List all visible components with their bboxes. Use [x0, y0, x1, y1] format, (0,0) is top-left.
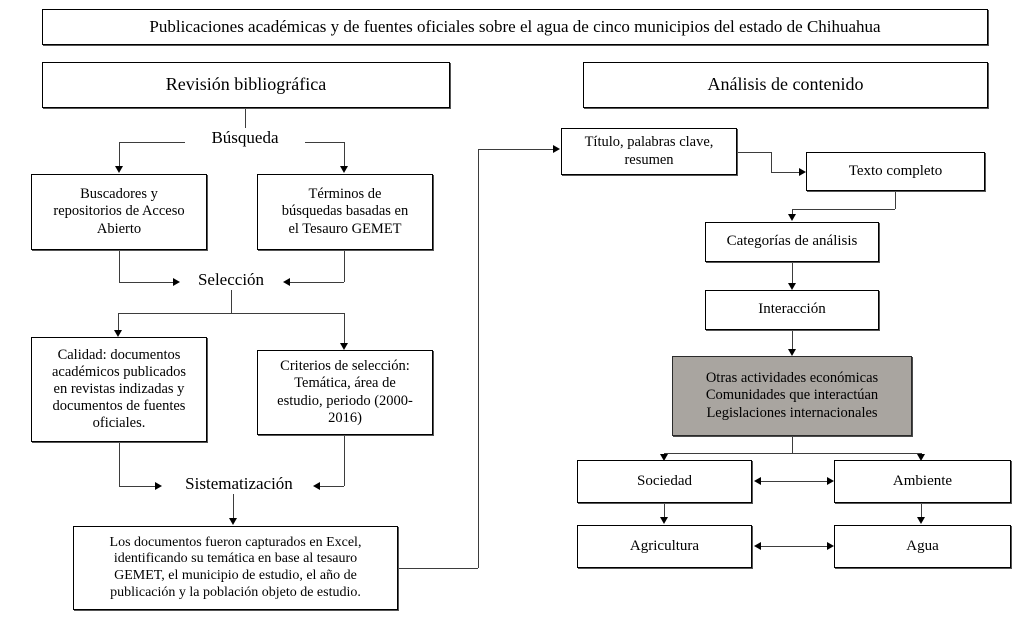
connector-seleccion-down-left — [118, 313, 119, 332]
box-buscadores-repositorios: Buscadores y repositorios de Acceso Abie… — [31, 174, 207, 250]
arrow-agricultura-to-agua — [827, 542, 834, 550]
connector-ambiente-to-agua — [921, 503, 922, 518]
box-calidad-documentos-text: Calidad: documentos académicos publicado… — [51, 346, 187, 432]
connector-seleccion-down — [231, 290, 232, 313]
arrow-search-to-buscadores — [115, 166, 123, 173]
arrow-ambiente-to-sociedad — [754, 477, 761, 485]
stage-label-seleccion-text: Selección — [197, 270, 265, 289]
box-documentos-excel-text: Los documentos fueron capturados en Exce… — [109, 534, 362, 600]
box-sociedad: Sociedad — [577, 460, 752, 503]
box-texto-completo: Texto completo — [806, 152, 985, 191]
connector-categorias-to-interaccion — [792, 262, 793, 284]
box-terminos-busquedas-text: Términos de búsquedas basadas en el Tesa… — [281, 186, 409, 237]
connector-sociedad-to-agricultura — [664, 503, 665, 518]
arrow-highlight-to-sociedad — [660, 454, 668, 461]
box-buscadores-repositorios-text: Buscadores y repositorios de Acceso Abie… — [53, 186, 185, 237]
arrow-texto-to-categorias — [788, 214, 796, 221]
box-criterios-seleccion: Criterios de selección: Temática, área d… — [257, 350, 433, 435]
connector-criterios-to-sistematizacion — [318, 486, 344, 487]
connector-seleccion-down-right — [344, 313, 345, 345]
connector-excel-to-right-column-h1 — [398, 568, 478, 569]
box-criterios-seleccion-text: Criterios de selección: Temática, área d… — [277, 358, 413, 426]
connector-search-down-right — [344, 142, 345, 168]
connector-calidad-down — [119, 442, 120, 486]
connector-agricultura-agua — [758, 546, 828, 547]
box-interaccion: Interacción — [705, 290, 879, 330]
box-agua-text: Agua — [906, 537, 939, 554]
connector-titulo-to-texto — [771, 172, 801, 173]
stage-label-seleccion: Selección — [185, 270, 277, 290]
stage-label-sistematizacion: Sistematización — [165, 474, 313, 494]
box-agricultura-text: Agricultura — [629, 537, 700, 554]
arrow-sistematizacion-to-excel — [229, 518, 237, 525]
connector-terminos-to-seleccion — [288, 282, 344, 283]
box-ambiente-text: Ambiente — [892, 472, 953, 489]
arrow-interaccion-to-highlight — [788, 349, 796, 356]
arrow-categorias-to-interaccion — [788, 283, 796, 290]
box-categorias-analisis: Categorías de análisis — [705, 222, 879, 262]
stage-label-busqueda-text: Búsqueda — [211, 128, 279, 147]
stage-label-sistematizacion-text: Sistematización — [185, 474, 293, 493]
connector-texto-down — [895, 191, 896, 209]
box-agricultura: Agricultura — [577, 525, 752, 568]
connector-sociedad-ambiente — [758, 481, 828, 482]
box-highlight-text: Otras actividades económicas Comunidades… — [705, 370, 879, 421]
box-titulo-palabras-clave: Título, palabras clave, resumen — [561, 128, 737, 175]
connector-sistematizacion-down — [233, 494, 234, 521]
box-titulo-palabras-clave-text: Título, palabras clave, resumen — [584, 134, 714, 168]
connector-texto-to-categorias — [792, 209, 895, 210]
arrow-highlight-to-ambiente — [917, 454, 925, 461]
connector-highlight-down — [792, 436, 793, 453]
connector-buscadores-to-seleccion — [119, 282, 175, 283]
connector-search-split-right — [305, 142, 344, 143]
box-documentos-excel: Los documentos fueron capturados en Exce… — [73, 526, 398, 610]
connector-excel-to-right-column-h2 — [478, 149, 554, 150]
arrow-criterios-to-sistematizacion — [313, 482, 320, 490]
box-interaccion-text: Interacción — [758, 301, 826, 318]
arrow-terminos-to-seleccion — [283, 278, 290, 286]
arrow-seleccion-to-calidad — [114, 330, 122, 337]
connector-interaccion-to-highlight — [792, 330, 793, 350]
box-sociedad-text: Sociedad — [637, 472, 692, 489]
connector-search-down-left — [119, 142, 120, 168]
connector-criterios-down — [344, 435, 345, 486]
figure-title-text: Publicaciones académicas y de fuentes of… — [149, 16, 881, 36]
arrow-buscadores-to-seleccion — [173, 278, 180, 286]
box-agua: Agua — [834, 525, 1011, 568]
connector-calidad-to-sistematizacion — [119, 486, 157, 487]
connector-terminos-down — [344, 250, 345, 282]
connector-highlight-split — [664, 453, 921, 454]
arrow-search-to-terminos — [340, 166, 348, 173]
connector-titulo-drop — [771, 152, 772, 172]
figure-title-box: Publicaciones académicas y de fuentes of… — [42, 9, 988, 45]
arrow-calidad-to-sistematizacion — [155, 482, 162, 490]
phase-header-bibliographic-review: Revisión bibliográfica — [42, 62, 450, 108]
connector-search-split-left — [119, 142, 186, 143]
arrow-sociedad-to-ambiente — [827, 477, 834, 485]
arrow-ambiente-to-agua — [917, 517, 925, 524]
stage-label-busqueda: Búsqueda — [185, 128, 305, 148]
box-terminos-busquedas: Términos de búsquedas basadas en el Tesa… — [257, 174, 433, 250]
connector-excel-to-right-column-v — [478, 149, 479, 568]
connector-seleccion-split-left — [118, 313, 231, 314]
arrow-sociedad-to-agricultura — [660, 517, 668, 524]
connector-left-header-to-search — [245, 108, 246, 130]
box-categorias-analisis-text: Categorías de análisis — [726, 233, 858, 250]
arrow-into-titulo-box — [553, 145, 560, 153]
arrow-titulo-to-texto-completo — [799, 168, 806, 176]
arrow-seleccion-to-criterios — [340, 343, 348, 350]
box-ambiente: Ambiente — [834, 460, 1011, 503]
connector-texto-drop-to-categorias — [792, 209, 793, 215]
connector-titulo-out — [737, 152, 771, 153]
phase-header-content-analysis: Análisis de contenido — [583, 62, 988, 108]
connector-buscadores-down — [119, 250, 120, 282]
box-texto-completo-text: Texto completo — [848, 162, 943, 179]
arrow-agua-to-agricultura — [754, 542, 761, 550]
box-highlight-actividades-comunidades-legislaciones: Otras actividades económicas Comunidades… — [672, 356, 912, 436]
connector-seleccion-split-right — [231, 313, 344, 314]
box-calidad-documentos: Calidad: documentos académicos publicado… — [31, 337, 207, 442]
phase-header-right-label: Análisis de contenido — [707, 74, 864, 95]
phase-header-left-label: Revisión bibliográfica — [165, 74, 327, 95]
